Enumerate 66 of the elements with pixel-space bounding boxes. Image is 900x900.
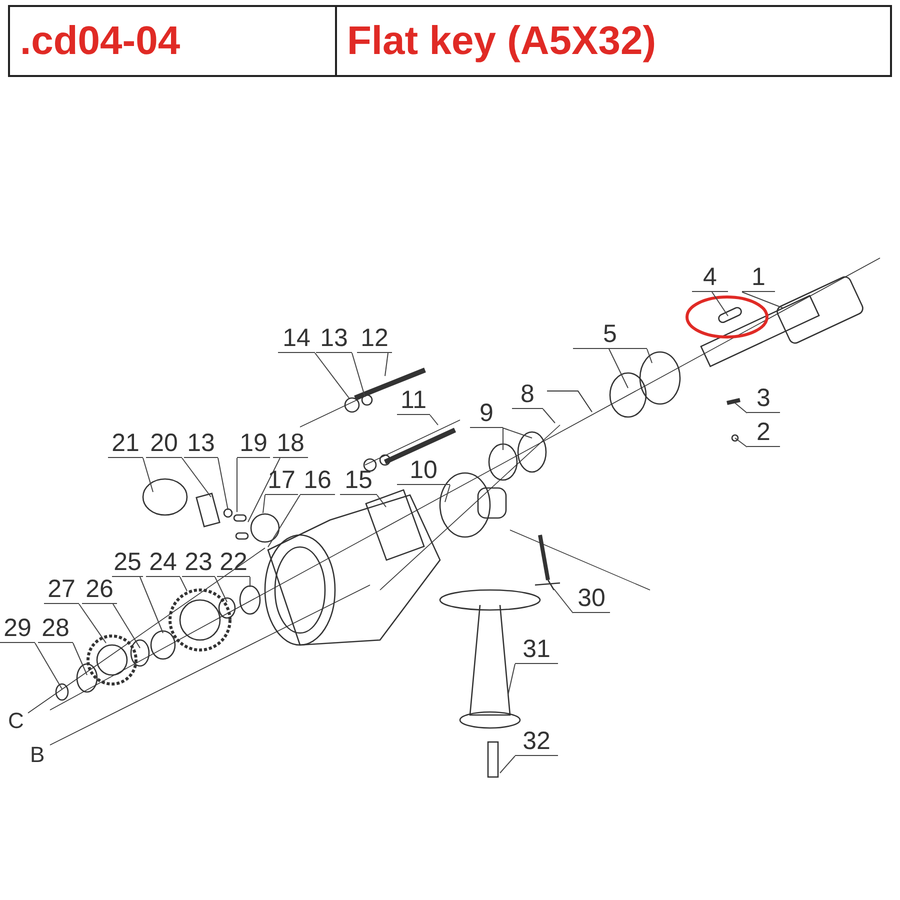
callout-number: 31 <box>515 634 558 664</box>
callout-number: 28 <box>38 613 73 643</box>
callout-number: 27 <box>44 574 79 604</box>
axis-letter: B <box>30 742 45 768</box>
leader-line <box>182 458 212 498</box>
callout-number: 2 <box>747 417 780 447</box>
leader-line <box>352 352 366 398</box>
leader-line <box>384 352 388 376</box>
callout-number: 22 <box>217 547 250 577</box>
leader-line <box>646 348 652 364</box>
leader-line <box>508 664 516 696</box>
callout-number: 11 <box>397 385 430 415</box>
axis-letter: C <box>8 708 24 734</box>
leader-line <box>542 408 556 424</box>
leader-line <box>218 458 228 510</box>
leader-line <box>140 576 164 634</box>
callout-number: 17 <box>265 465 298 495</box>
callout-number: 12 <box>357 323 392 353</box>
leader-line <box>314 352 350 398</box>
leader-line <box>78 604 106 644</box>
leader-line <box>502 428 532 438</box>
leader-line <box>112 604 140 648</box>
leader-line <box>142 458 154 492</box>
leader-line <box>236 458 238 512</box>
callout-number: 21 <box>108 428 143 458</box>
leader-line <box>268 494 300 548</box>
callout-number: 32 <box>515 726 558 756</box>
leader-line <box>554 588 574 614</box>
leader-line <box>72 642 88 676</box>
leader-line <box>180 576 188 592</box>
callout-number: 10 <box>397 455 450 485</box>
leader-line <box>376 494 386 508</box>
callout-number: 15 <box>340 465 377 495</box>
leader-line <box>248 458 280 522</box>
leader-line <box>734 438 748 448</box>
leader-line <box>214 576 228 602</box>
callout-number: 23 <box>182 547 215 577</box>
leader-line <box>34 642 62 690</box>
callout-number: 24 <box>146 547 180 577</box>
callout-number: 3 <box>747 383 780 413</box>
callout-number: 14 <box>278 323 315 353</box>
callout-number: 20 <box>146 428 182 458</box>
callout-number: 13 <box>184 428 218 458</box>
callout-number: 16 <box>300 465 335 495</box>
leader-line <box>262 494 266 514</box>
callout-number: 5 <box>573 319 647 349</box>
callout-number: 26 <box>82 574 117 604</box>
callout-number: 19 <box>237 428 270 458</box>
callout-number: 1 <box>742 262 775 292</box>
title-table-cell: .cd04-04 <box>8 5 337 77</box>
leader-line <box>734 402 748 414</box>
callout-number: 30 <box>573 583 610 613</box>
leader-line <box>500 756 516 774</box>
callout-number: 9 <box>470 398 503 428</box>
callout-number: 29 <box>0 613 35 643</box>
leader-line <box>430 414 438 426</box>
leader-line <box>444 484 450 502</box>
leader-line <box>608 348 628 388</box>
leader-line <box>502 428 504 450</box>
callout-number: 8 <box>512 379 543 409</box>
callout-number: 13 <box>316 323 352 353</box>
title-table-cell: Flat key (A5X32) <box>335 5 892 77</box>
callout-number: 25 <box>112 547 143 577</box>
callout-number: 18 <box>273 428 308 458</box>
callout-number: 4 <box>692 262 728 292</box>
leader-line <box>712 292 728 316</box>
